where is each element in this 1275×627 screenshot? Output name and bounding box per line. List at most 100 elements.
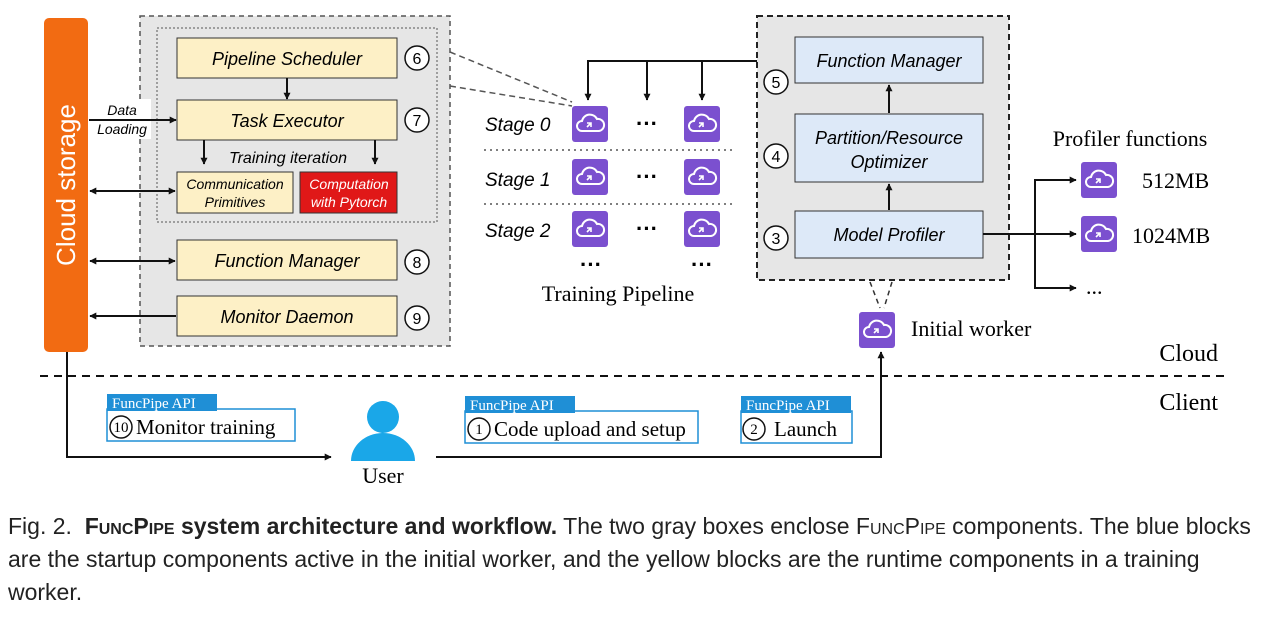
computation-block [299,171,398,214]
svg-text:3: 3 [772,231,781,248]
stage-0-dots: ··· [636,111,658,136]
initial-worker-link [869,281,881,309]
function-icon [571,105,609,143]
function-manager-worker-block [176,239,398,281]
function-manager-init-label: Function Manager [816,51,962,71]
api-tag-bg [465,396,575,413]
caption-title-rest: system architecture and workflow. [180,513,558,539]
client-label: Client [1159,390,1218,416]
computation-line2: with Pytorch [311,194,387,210]
function-icon [683,158,721,196]
function-icon [1080,161,1118,199]
model-profiler-label: Model Profiler [833,225,945,245]
svg-text:9: 9 [413,311,422,328]
pipeline-scheduler-block [176,37,398,79]
zoom-line-bottom [449,85,573,107]
stage-2-dots: ··· [636,216,658,241]
training-iteration-label: Training iteration [229,150,347,167]
svg-text:5: 5 [772,75,781,92]
step-6-marker: 6 [404,45,430,71]
step-1-number: 1 [475,422,483,438]
user-label: User [362,463,404,488]
task-executor-block [176,99,398,141]
step-2-marker [742,417,766,441]
api-tag: FuncPipe API [112,396,196,412]
caption-system-name: FuncPipe [84,513,175,539]
step-2-number: 2 [750,422,758,438]
function-icon [683,210,721,248]
initial-worker-link [883,281,893,309]
communication-primitives-block [176,171,294,214]
stage-2-label: Stage 2 [485,221,551,242]
memory-512-label: 512MB [1142,168,1209,193]
step-10-number: 10 [114,420,129,436]
svg-text:4: 4 [772,149,781,166]
training-iteration-box [156,27,438,223]
cloud-label: Cloud [1159,341,1218,367]
architecture-diagram: Cloud storage Pipeline Scheduler Task Ex… [40,15,1228,488]
data-loading-line1: Data [107,102,137,118]
data-loading-line2: Loading [97,121,147,137]
function-manager-worker-label: Function Manager [214,251,360,271]
svg-text:8: 8 [413,255,422,272]
profiler-arrow-512 [983,176,1077,235]
memory-1024-label: 1024MB [1132,223,1210,248]
launch-arrow [436,351,885,458]
step-7-marker: 7 [404,107,430,133]
monitor-daemon-block [176,295,398,337]
function-manager-init-block [794,36,984,84]
step-3-marker: 3 [763,225,789,251]
optimizer-line1: Partition/Resource [815,128,963,148]
optimizer-block [794,113,984,183]
step-1-marker [467,417,491,441]
step-10-marker [109,415,133,439]
user-icon [351,401,415,461]
caption-text-b: components. The blue blocks are the star… [8,513,1251,605]
api-tag-bg [107,394,217,411]
function-manager-launch-arrow [584,60,794,101]
communication-primitives-line2: Primitives [205,194,266,210]
function-icon [858,311,896,349]
task-executor-label: Task Executor [230,111,344,131]
function-icon [571,210,609,248]
function-icon [571,158,609,196]
stage-1-label: Stage 1 [485,170,551,191]
caption-prefix: Fig. 2. [8,513,72,539]
stage-1-dots: ··· [636,164,658,189]
code-upload-api-box [464,410,699,444]
caption-text-a: The two gray boxes enclose [563,513,850,539]
stage-0-label: Stage 0 [485,115,551,136]
function-icon [683,105,721,143]
api-tag: FuncPipe API [746,398,830,414]
step-4-marker: 4 [763,143,789,169]
model-profiler-block [794,210,984,259]
monitor-training-label: Monitor training [136,415,276,439]
monitor-training-arrow [66,352,332,461]
stage-more-dots: ··· [580,252,602,277]
monitor-daemon-label: Monitor Daemon [220,307,353,327]
zoom-line-top [449,51,573,103]
profiler-arrow-more [1034,234,1077,292]
pipeline-scheduler-label: Pipeline Scheduler [212,49,363,69]
api-tag-bg [741,396,851,413]
svg-text:6: 6 [413,51,422,68]
cloud-storage-label: Cloud storage [51,104,81,266]
computation-line1: Computation [309,176,389,192]
profiler-more-dots: ... [1086,274,1103,299]
launch-label: Launch [774,417,837,441]
api-tag: FuncPipe API [470,398,554,414]
profiler-functions-label: Profiler functions [1053,126,1208,151]
cloud-storage-block [44,18,88,352]
caption-system-name-2: FuncPipe [855,513,946,539]
step-9-marker: 9 [404,305,430,331]
svg-text:7: 7 [413,113,422,130]
step-8-marker: 8 [404,249,430,275]
monitor-training-api-box [106,408,296,442]
step-5-marker: 5 [763,69,789,95]
initial-worker-label: Initial worker [911,316,1032,341]
caption-title: FuncPipe system architecture and workflo… [85,513,557,539]
function-icon [1080,215,1118,253]
stage-more-dots: ··· [691,252,713,277]
figure-caption: Fig. 2. FuncPipe system architecture and… [8,510,1270,609]
code-upload-label: Code upload and setup [494,417,686,441]
